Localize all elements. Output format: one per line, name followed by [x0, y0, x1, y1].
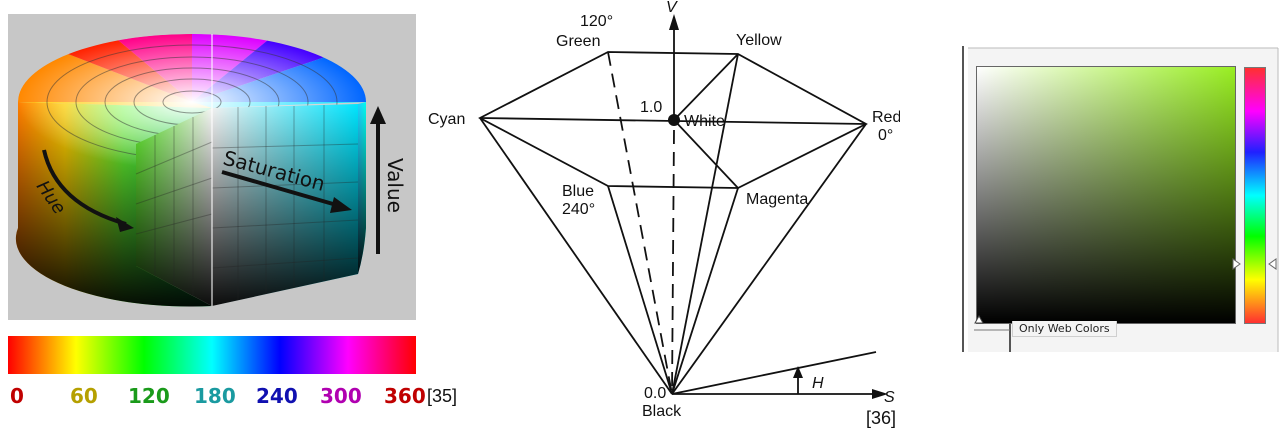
black-value-label: 0.0 — [644, 385, 666, 402]
only-web-colors-label[interactable]: Only Web Colors — [1012, 321, 1117, 337]
blue-label: Blue — [562, 183, 594, 200]
green-degree-label: 120° — [580, 13, 613, 30]
value-label: Value — [383, 158, 407, 213]
cyan-label: Cyan — [428, 111, 465, 128]
red-degree-label: 0° — [878, 127, 893, 144]
blue-degree-label: 240° — [562, 201, 595, 218]
saturation-value-field[interactable] — [976, 66, 1236, 324]
red-label: Red — [872, 109, 900, 126]
black-label: Black — [642, 403, 682, 420]
color-picker-panel: Only Web Colors — [962, 40, 1282, 360]
hue-tick-240: 240 — [256, 384, 298, 408]
saturation-arrow — [221, 170, 341, 208]
hue-slider-strip[interactable] — [1244, 67, 1266, 324]
hue-tick-360: 360 — [384, 384, 426, 408]
hue-arrow — [42, 149, 127, 226]
hue-tick-300: 300 — [320, 384, 362, 408]
v-axis-label: V — [666, 0, 678, 16]
h-label: H — [812, 375, 824, 392]
white-value-label: 1.0 — [640, 99, 662, 116]
hue-tick-0: 0 — [10, 384, 24, 408]
reference-36: [36] — [866, 408, 896, 428]
green-label: Green — [556, 33, 600, 50]
hsv-cylinder-diagram: Hue Saturation Value — [8, 14, 416, 320]
hue-handle-left-icon[interactable] — [1232, 258, 1241, 270]
hue-handle-right-icon[interactable] — [1268, 258, 1277, 270]
field-cursor-icon[interactable] — [974, 315, 986, 325]
hue-gradient-bar — [8, 336, 416, 374]
white-point — [668, 114, 680, 126]
hidden-edges — [607, 51, 675, 395]
s-axis-label: S — [884, 389, 895, 406]
hsv-hexcone-diagram: V 120° Green Yellow Cyan 1.0 White Red 0… — [428, 0, 900, 428]
hue-slider-handles[interactable] — [1232, 256, 1282, 272]
magenta-label: Magenta — [746, 191, 808, 208]
hue-tick-180: 180 — [194, 384, 236, 408]
white-label: White — [684, 113, 725, 130]
hue-tick-60: 60 — [70, 384, 98, 408]
reference-35: [35] — [427, 386, 458, 406]
yellow-label: Yellow — [736, 32, 782, 49]
hue-tick-120: 120 — [128, 384, 170, 408]
